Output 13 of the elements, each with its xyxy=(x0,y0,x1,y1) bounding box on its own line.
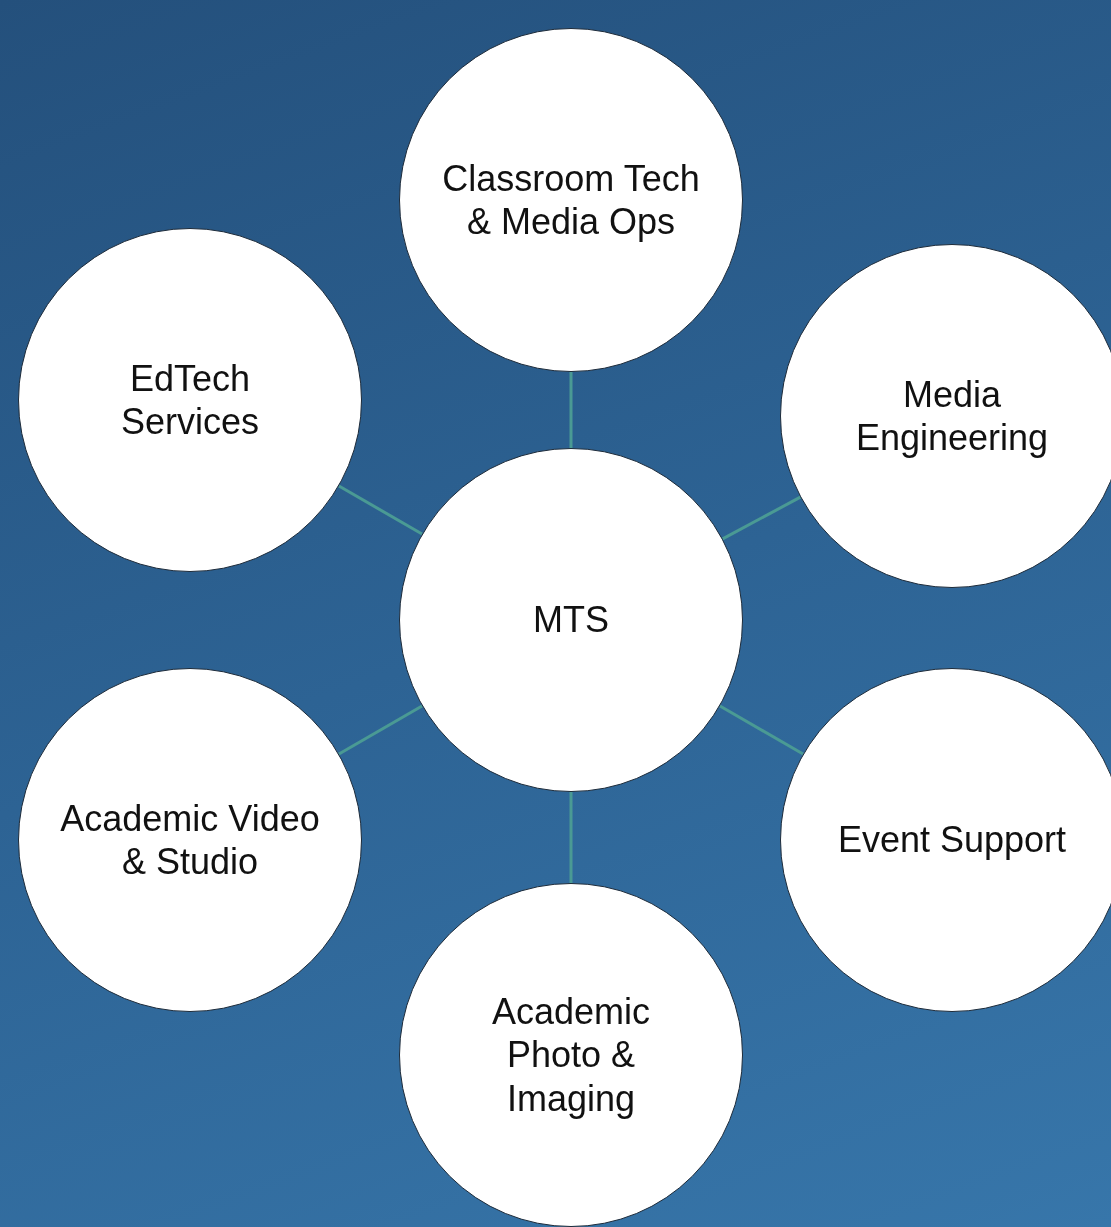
connector-line xyxy=(569,372,573,448)
node-label: MTS xyxy=(533,598,609,642)
connector-line xyxy=(721,495,802,541)
connector-line xyxy=(338,484,423,536)
connector-line xyxy=(338,704,423,756)
node-label: EdTech Services xyxy=(119,356,260,444)
connector-line xyxy=(569,792,573,883)
node-label: Academic Video & Studio xyxy=(59,796,321,884)
connector-line xyxy=(719,704,804,756)
node-label: Classroom Tech & Media Ops xyxy=(441,156,701,244)
node-label: Media Engineering xyxy=(854,372,1050,460)
node-label: Event Support xyxy=(837,818,1067,862)
node-label: Academic Photo & Imaging xyxy=(490,990,652,1120)
